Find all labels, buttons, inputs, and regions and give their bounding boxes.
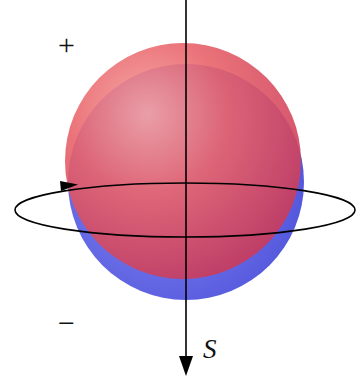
spin-axis — [185, 0, 187, 360]
axis-arrowhead — [179, 356, 193, 376]
rotation-arrowhead — [60, 181, 78, 191]
pole-sign: − — [58, 308, 75, 338]
positive-sphere — [65, 43, 301, 279]
pole-sign: + — [58, 30, 75, 60]
rotation-ellipse — [15, 183, 355, 237]
spin-label: S — [203, 336, 217, 363]
